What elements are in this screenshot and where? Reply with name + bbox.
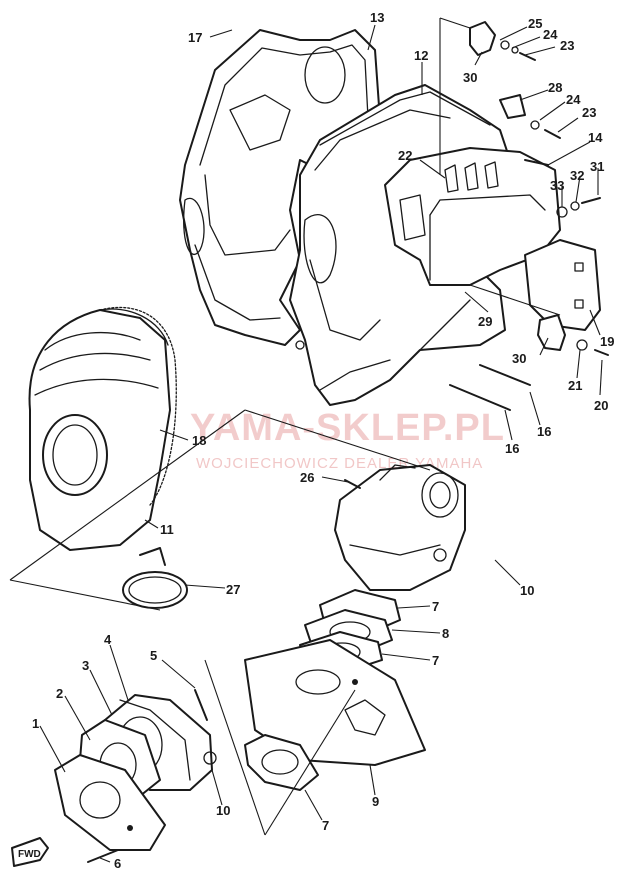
clamp-band-part	[122, 547, 188, 609]
callout-12: 12	[414, 48, 428, 63]
fwd-arrow-icon	[11, 837, 49, 867]
callout-7: 7	[432, 599, 439, 614]
callout-31: 31	[590, 159, 604, 174]
callout-33: 33	[550, 178, 564, 193]
callout-19: 19	[600, 334, 614, 349]
callout-11: 11	[160, 522, 174, 537]
base-gasket-part	[54, 754, 166, 851]
carburetor-part	[334, 464, 466, 591]
callout-14: 14	[588, 130, 603, 145]
watermark-title: YAMA-SKLEP.PL	[190, 407, 505, 449]
callout-6: 6	[114, 856, 121, 871]
callout-labels: 17 13 12 25 24 23 30 28 24 23 14 22 31 3…	[32, 10, 614, 871]
bracket-part	[524, 239, 601, 331]
callout-17: 17	[188, 30, 202, 45]
callout-30: 30	[463, 70, 477, 85]
callout-21: 21	[568, 378, 582, 393]
callout-7c: 7	[322, 818, 329, 833]
callout-29: 29	[478, 314, 492, 329]
callout-10b: 10	[216, 803, 230, 818]
callout-3: 3	[82, 658, 89, 673]
callout-30b: 30	[512, 351, 526, 366]
callout-23: 23	[560, 38, 574, 53]
leader-lines	[39, 24, 603, 863]
stud-bolts	[87, 689, 208, 863]
fwd-label: FWD	[18, 849, 41, 860]
plate-part	[244, 639, 426, 766]
gasket-bottom-part	[244, 734, 319, 791]
watermark-subtitle: WOJCIECHOWICZ DEALER YAMAHA	[196, 455, 483, 472]
callout-16: 16	[537, 424, 551, 439]
callout-13: 13	[370, 10, 384, 25]
callout-28: 28	[548, 80, 562, 95]
callout-22: 22	[398, 148, 412, 163]
callout-23b: 23	[582, 105, 596, 120]
callout-27: 27	[226, 582, 240, 597]
watermark: YAMA-SKLEP.PL WOJCIECHOWICZ DEALER YAMAH…	[80, 385, 505, 472]
callout-24b: 24	[566, 92, 581, 107]
callout-18: 18	[192, 433, 206, 448]
callout-1: 1	[32, 716, 39, 731]
fwd-mark: FWD	[11, 837, 49, 867]
callout-32: 32	[570, 168, 584, 183]
callout-5: 5	[150, 648, 157, 663]
filter-element-part	[99, 306, 177, 506]
callout-9: 9	[372, 794, 379, 809]
rear-cover-part	[179, 29, 381, 346]
callout-2: 2	[56, 686, 63, 701]
callout-4: 4	[104, 632, 112, 647]
callout-26: 26	[300, 470, 314, 485]
callout-10: 10	[520, 583, 534, 598]
callout-8: 8	[442, 626, 449, 641]
callout-16b: 16	[505, 441, 519, 456]
callout-25: 25	[528, 16, 542, 31]
air-filter-case-part	[28, 308, 171, 551]
callout-7b: 7	[432, 653, 439, 668]
small-hardware	[295, 21, 609, 411]
callout-20: 20	[594, 398, 608, 413]
assembly-lines	[9, 17, 561, 836]
callout-24: 24	[543, 27, 558, 42]
